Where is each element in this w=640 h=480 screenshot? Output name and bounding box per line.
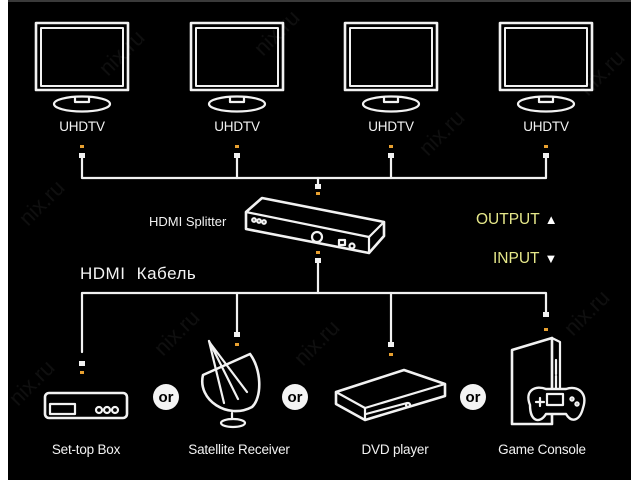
set-top-box-icon xyxy=(43,391,129,420)
source-label: Set-top Box xyxy=(51,442,121,457)
connector-tip xyxy=(389,145,393,148)
connector-plug xyxy=(79,153,85,158)
connector-plug xyxy=(388,153,394,158)
cable-label: HDMI Кабель xyxy=(80,264,197,283)
connector-plug xyxy=(234,332,240,337)
connector-tip xyxy=(80,145,84,148)
connector-tip xyxy=(235,343,239,346)
connector-tip xyxy=(235,145,239,148)
connector-tip xyxy=(316,251,320,254)
connector-plug xyxy=(79,361,85,366)
legend-input-label: INPUT xyxy=(493,250,540,267)
connector-plug xyxy=(543,312,549,317)
connector-plug xyxy=(543,153,549,158)
tv-icon xyxy=(189,21,285,113)
source-label: Satellite Receiver xyxy=(188,442,290,457)
down-arrow-icon: ▼ xyxy=(544,251,558,266)
tv-label: UHDTV xyxy=(214,119,260,134)
game-console-icon xyxy=(510,336,586,426)
connector-plug xyxy=(234,153,240,158)
legend-input: INPUT ▼ xyxy=(493,250,557,268)
connector-tip xyxy=(80,371,84,374)
tv-icon xyxy=(498,21,594,113)
dvd-player-icon xyxy=(334,368,447,422)
diagram-canvas xyxy=(8,0,631,480)
hdmi-splitter-icon xyxy=(244,196,386,255)
legend-output-label: OUTPUT xyxy=(476,211,540,228)
connector-plug xyxy=(315,184,321,189)
tv-label: UHDTV xyxy=(59,119,105,134)
connector-plug xyxy=(388,342,394,347)
up-arrow-icon: ▲ xyxy=(544,212,558,227)
tv-icon xyxy=(34,21,130,113)
source-label: Game Console xyxy=(498,442,586,457)
tv-label: UHDTV xyxy=(523,119,569,134)
or-badge: or xyxy=(282,384,308,410)
legend-output: OUTPUT ▲ xyxy=(476,211,558,229)
or-badge: or xyxy=(153,384,179,410)
connector-plug xyxy=(315,258,321,263)
tv-label: UHDTV xyxy=(368,119,414,134)
splitter-label: HDMI Splitter xyxy=(149,214,227,229)
connector-tip xyxy=(316,192,320,195)
output-cable-bus xyxy=(80,156,548,180)
tv-icon xyxy=(343,21,439,113)
satellite-dish-icon xyxy=(200,339,261,429)
source-label: DVD player xyxy=(361,442,429,457)
connector-tip xyxy=(544,145,548,148)
connector-tip xyxy=(544,328,548,331)
input-cable-bus xyxy=(80,291,548,354)
or-badge: or xyxy=(460,384,486,410)
connector-tip xyxy=(389,353,393,356)
connectors xyxy=(79,145,549,374)
